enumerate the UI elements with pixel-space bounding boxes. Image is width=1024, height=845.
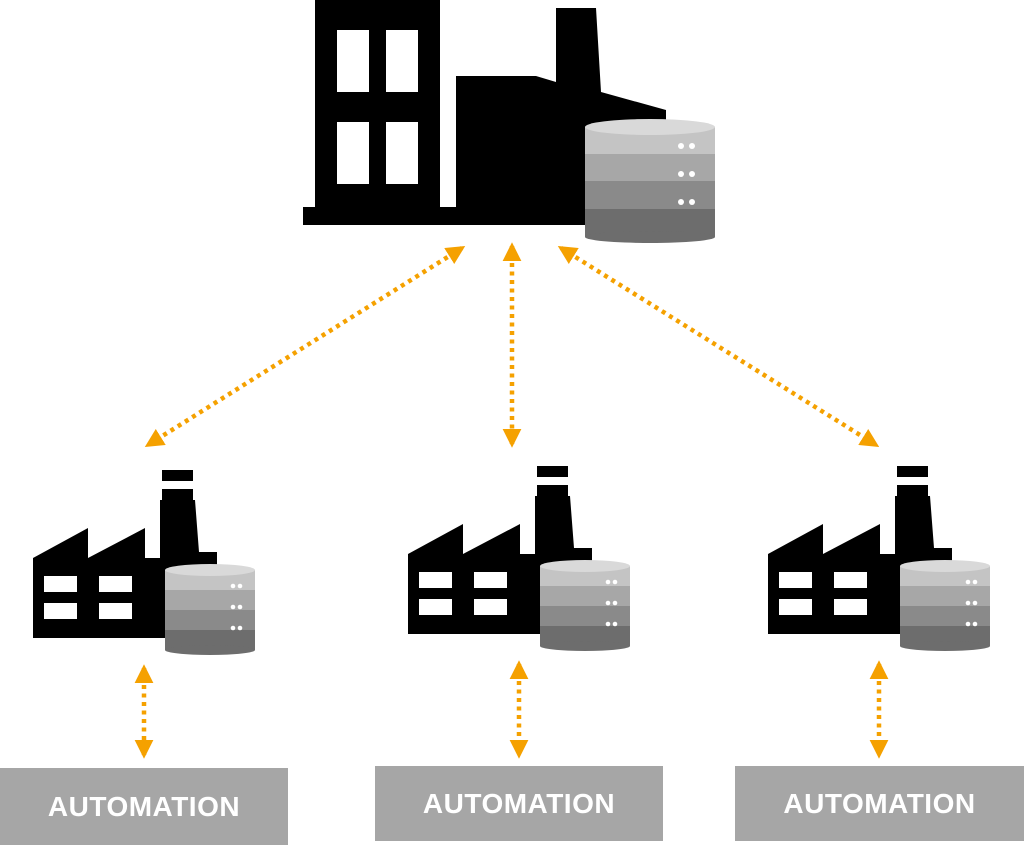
automation-label: AUTOMATION bbox=[422, 787, 616, 819]
automation-box-left: AUTOMATION bbox=[0, 768, 288, 845]
link-arrows-bottom bbox=[134, 660, 889, 759]
automation-label: AUTOMATION bbox=[47, 790, 241, 822]
site-right-database-icon bbox=[900, 560, 990, 651]
automation-box-right: AUTOMATION bbox=[735, 766, 1024, 841]
automation-box-center: AUTOMATION bbox=[375, 766, 663, 841]
link-arrows-top bbox=[144, 242, 880, 448]
site-center-database-icon bbox=[540, 560, 630, 651]
site-left-database-icon bbox=[165, 564, 255, 655]
central-database-icon bbox=[585, 119, 715, 243]
arrow-main-to-left bbox=[144, 245, 466, 448]
automation-label: AUTOMATION bbox=[783, 787, 976, 819]
central-factory-icon bbox=[303, 0, 666, 225]
arrow-main-to-right bbox=[557, 245, 880, 448]
